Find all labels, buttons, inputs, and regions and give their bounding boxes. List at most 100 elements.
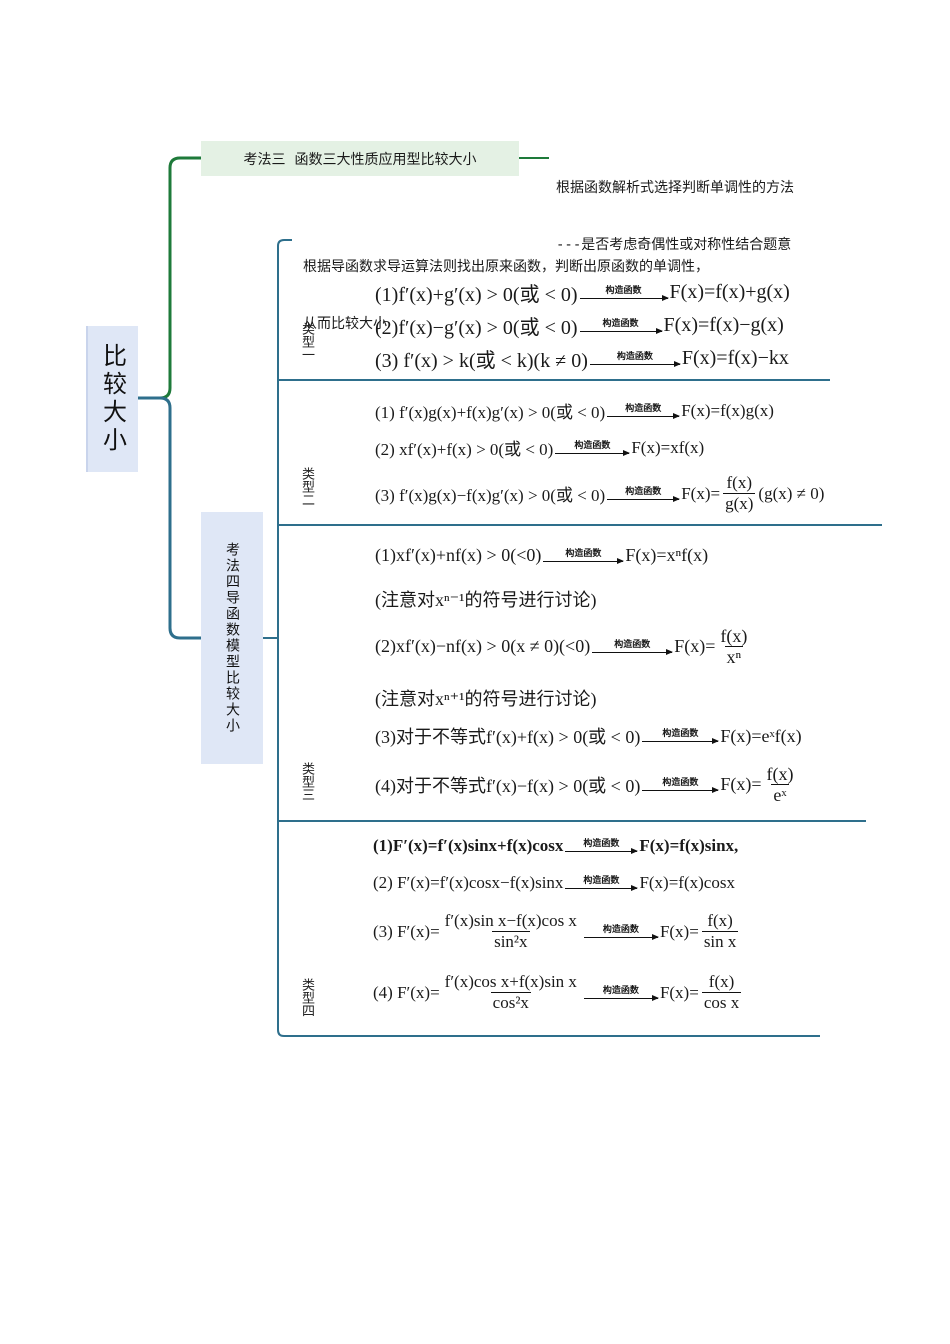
construct-arrow: 构造函数 [583, 924, 659, 940]
type4-tag: 类型四 [299, 978, 314, 1017]
t3-fraction-4: f(x)eˣ [765, 764, 796, 805]
t4-formula-3-lhs: (3) F′(x)= [373, 921, 440, 941]
t3-formula-3-lhs: (3)对于不等式f′(x)+f(x) > 0(或 < 0) [375, 727, 641, 747]
t1-formula-1: (1)f′(x)+g′(x) > 0(或 < 0) 构造函数 F(x)=f(x)… [375, 278, 790, 307]
t2-formula-3-lhs: (3) f′(x)g(x)−f(x)g′(x) > 0(或 < 0) [375, 486, 606, 505]
t3-formula-4-lhs: (4)对于不等式f′(x)−f(x) > 0(或 < 0) [375, 775, 641, 796]
arrow-label: 构造函数 [625, 486, 662, 497]
construct-arrow: 构造函数 [607, 486, 681, 502]
fraction-numerator: f(x) [707, 911, 733, 930]
type2-tag: 类型二 [299, 467, 314, 506]
t4-formula-3-rhs: F(x)= [659, 921, 699, 941]
arrow-label: 构造函数 [565, 548, 602, 559]
construct-arrow: 构造函数 [543, 548, 625, 564]
t1-formula-2-lhs: (2)f′(x)−g′(x) > 0(或 < 0) [375, 317, 578, 339]
arrow-label: 构造函数 [583, 876, 620, 886]
method3-note-line2: ---是否考虑奇偶性或对称性结合题意 [556, 237, 792, 253]
arrow-label: 构造函数 [605, 285, 642, 296]
fraction-numerator: f′(x)cos x+f(x)sin x [444, 972, 577, 991]
arrow-label: 构造函数 [662, 729, 699, 739]
type1-tag: 类型一 [299, 322, 314, 361]
t3-note-2: (注意对xⁿ⁺¹的符号进行讨论) [375, 689, 597, 709]
construct-arrow: 构造函数 [589, 351, 681, 367]
construct-arrow: 构造函数 [565, 876, 639, 891]
t2-formula-1: (1) f′(x)g(x)+f(x)g′(x) > 0(或 < 0) 构造函数 … [375, 398, 774, 423]
fraction-numerator: f(x) [720, 626, 748, 646]
t4-fraction-4-right: f(x)cos x [701, 972, 742, 1013]
t3-formula-1-lhs: (1)xf′(x)+nf(x) > 0(<0) [375, 545, 542, 565]
t1-formula-2-rhs: F(x)=f(x)−g(x) [663, 314, 784, 336]
t3-formula-2: (2)xf′(x)−nf(x) > 0(x ≠ 0)(<0) 构造函数 F(x)… [375, 626, 752, 667]
method3-node: 考法三 函数三大性质应用型比较大小 [201, 141, 519, 176]
arrow-label: 构造函数 [574, 440, 611, 451]
construct-arrow: 构造函数 [642, 777, 720, 793]
construct-arrow: 构造函数 [579, 285, 669, 301]
fraction-denominator: sin x [701, 931, 739, 951]
method3-note: 根据函数解析式选择判断单调性的方法 ---是否考虑奇偶性或对称性结合题意 [556, 141, 794, 274]
root-node: 比较大小 [86, 326, 138, 472]
t2-fraction: f(x)g(x) [723, 473, 756, 514]
t4-formula-2: (2) F′(x)=f′(x)cosx−f(x)sinx 构造函数 F(x)=f… [373, 873, 735, 893]
method3-note-line1: 根据函数解析式选择判断单调性的方法 [556, 180, 794, 196]
method4-node: 考法四导函数模型比较大小 [201, 512, 263, 764]
t2-formula-2: (2) xf′(x)+f(x) > 0(或 < 0) 构造函数 F(x)=xf(… [375, 435, 704, 460]
t1-formula-3: (3) f′(x) > k(或 < k)(k ≠ 0) 构造函数 F(x)=f(… [375, 344, 789, 373]
t2-formula-3-rhs: F(x)= [681, 483, 721, 503]
method4-intro: 根据导函数求导运算法则找出原来函数，判断出原函数的单调性， 从而比较大小 [303, 220, 709, 353]
t3-formula-1-rhs: F(x)=xⁿf(x) [625, 545, 709, 565]
t1-formula-2: (2)f′(x)−g′(x) > 0(或 < 0) 构造函数 F(x)=f(x)… [375, 311, 784, 340]
construct-arrow: 构造函数 [642, 729, 720, 744]
fraction-denominator: sin²x [492, 931, 530, 951]
t3-note-1: (注意对xⁿ⁻¹的符号进行讨论) [375, 590, 597, 610]
fraction-numerator: f(x) [726, 473, 752, 492]
fraction-denominator: g(x) [723, 493, 756, 513]
t4-formula-1-rhs: F(x)=f(x)sinx, [639, 836, 739, 855]
t3-formula-1: (1)xf′(x)+nf(x) > 0(<0) 构造函数 F(x)=xⁿf(x) [375, 545, 708, 566]
arrow-label: 构造函数 [662, 777, 699, 788]
construct-arrow: 构造函数 [592, 639, 674, 655]
t1-formula-3-lhs: (3) f′(x) > k(或 < k)(k ≠ 0) [375, 350, 588, 372]
arrow-label: 构造函数 [625, 403, 662, 414]
construct-arrow: 构造函数 [565, 839, 639, 854]
t3-formula-3: (3)对于不等式f′(x)+f(x) > 0(或 < 0) 构造函数 F(x)=… [375, 723, 802, 749]
t2-formula-2-rhs: F(x)=xf(x) [631, 437, 705, 457]
fraction-numerator: f′(x)sin x−f(x)cos x [444, 911, 577, 930]
t4-formula-4-lhs: (4) F′(x)= [373, 982, 440, 1002]
t2-formula-1-rhs: F(x)=f(x)g(x) [681, 400, 774, 420]
arrow-label: 构造函数 [614, 639, 651, 650]
t2-formula-2-lhs: (2) xf′(x)+f(x) > 0(或 < 0) [375, 440, 554, 459]
t3-formula-2-rhs: F(x)= [674, 636, 716, 656]
t4-fraction-3-right: f(x)sin x [701, 911, 739, 952]
fraction-denominator: eˣ [771, 784, 789, 805]
t1-formula-1-rhs: F(x)=f(x)+g(x) [669, 281, 790, 303]
t2-formula-1-lhs: (1) f′(x)g(x)+f(x)g′(x) > 0(或 < 0) [375, 403, 606, 422]
t3-fraction-2: f(x)xⁿ [718, 626, 749, 667]
type3-tag: 类型三 [299, 762, 314, 801]
t4-formula-2-lhs: (2) F′(x)=f′(x)cosx−f(x)sinx [373, 873, 564, 892]
t3-formula-2-lhs: (2)xf′(x)−nf(x) > 0(x ≠ 0)(<0) [375, 636, 591, 656]
arrow-label: 构造函数 [602, 924, 639, 935]
construct-arrow: 构造函数 [607, 403, 681, 419]
construct-arrow: 构造函数 [555, 440, 631, 456]
arrow-label: 构造函数 [602, 985, 639, 996]
t1-formula-3-rhs: F(x)=f(x)−kx [681, 347, 789, 369]
t3-formula-3-rhs: F(x)=eˣf(x) [720, 725, 802, 746]
t4-formula-2-rhs: F(x)=f(x)cosx [639, 873, 735, 892]
arrow-label: 构造函数 [616, 351, 653, 362]
fraction-denominator: cos²x [490, 992, 531, 1012]
t1-formula-1-lhs: (1)f′(x)+g′(x) > 0(或 < 0) [375, 284, 578, 306]
fraction-denominator: cos x [701, 992, 742, 1012]
arrow-label: 构造函数 [583, 839, 620, 849]
construct-arrow: 构造函数 [579, 319, 663, 334]
fraction-denominator: xⁿ [724, 646, 744, 667]
construct-arrow: 构造函数 [583, 985, 659, 1001]
t4-formula-4-rhs: F(x)= [659, 982, 699, 1002]
method4-intro-line1: 根据导函数求导运算法则找出原来函数，判断出原函数的单调性， [303, 259, 709, 275]
t3-formula-4-rhs: F(x)= [720, 774, 762, 794]
fraction-numerator: f(x) [708, 972, 735, 991]
